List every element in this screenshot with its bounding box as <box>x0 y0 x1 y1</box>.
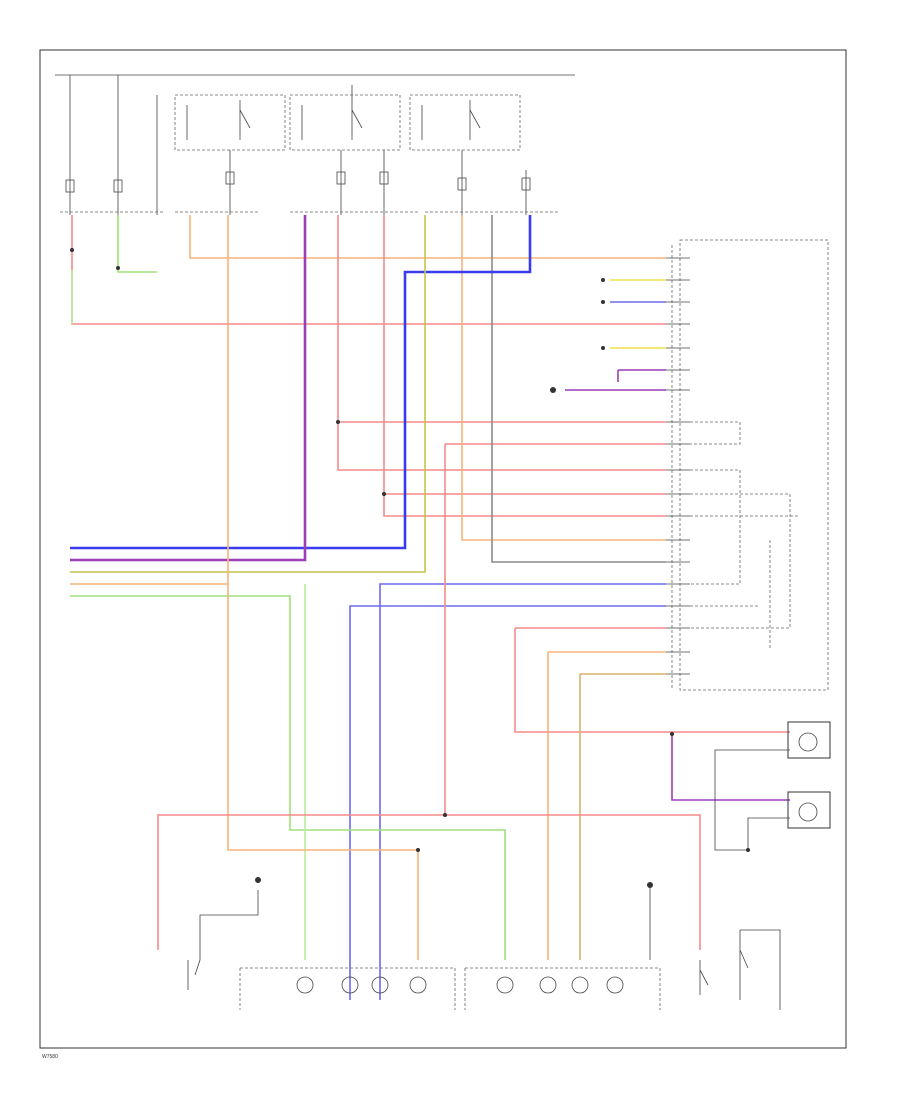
fuse-block-top <box>60 75 560 215</box>
diagram-frame <box>39 49 847 1049</box>
bottom-components <box>187 877 709 1010</box>
junction-dots <box>70 248 674 852</box>
module-pins <box>666 257 690 675</box>
page-code: W7580 <box>42 1054 58 1060</box>
control-module-box <box>679 239 829 691</box>
wires <box>70 215 790 1000</box>
module-internal-traces <box>690 421 800 650</box>
lamp-area-right <box>714 721 831 1010</box>
